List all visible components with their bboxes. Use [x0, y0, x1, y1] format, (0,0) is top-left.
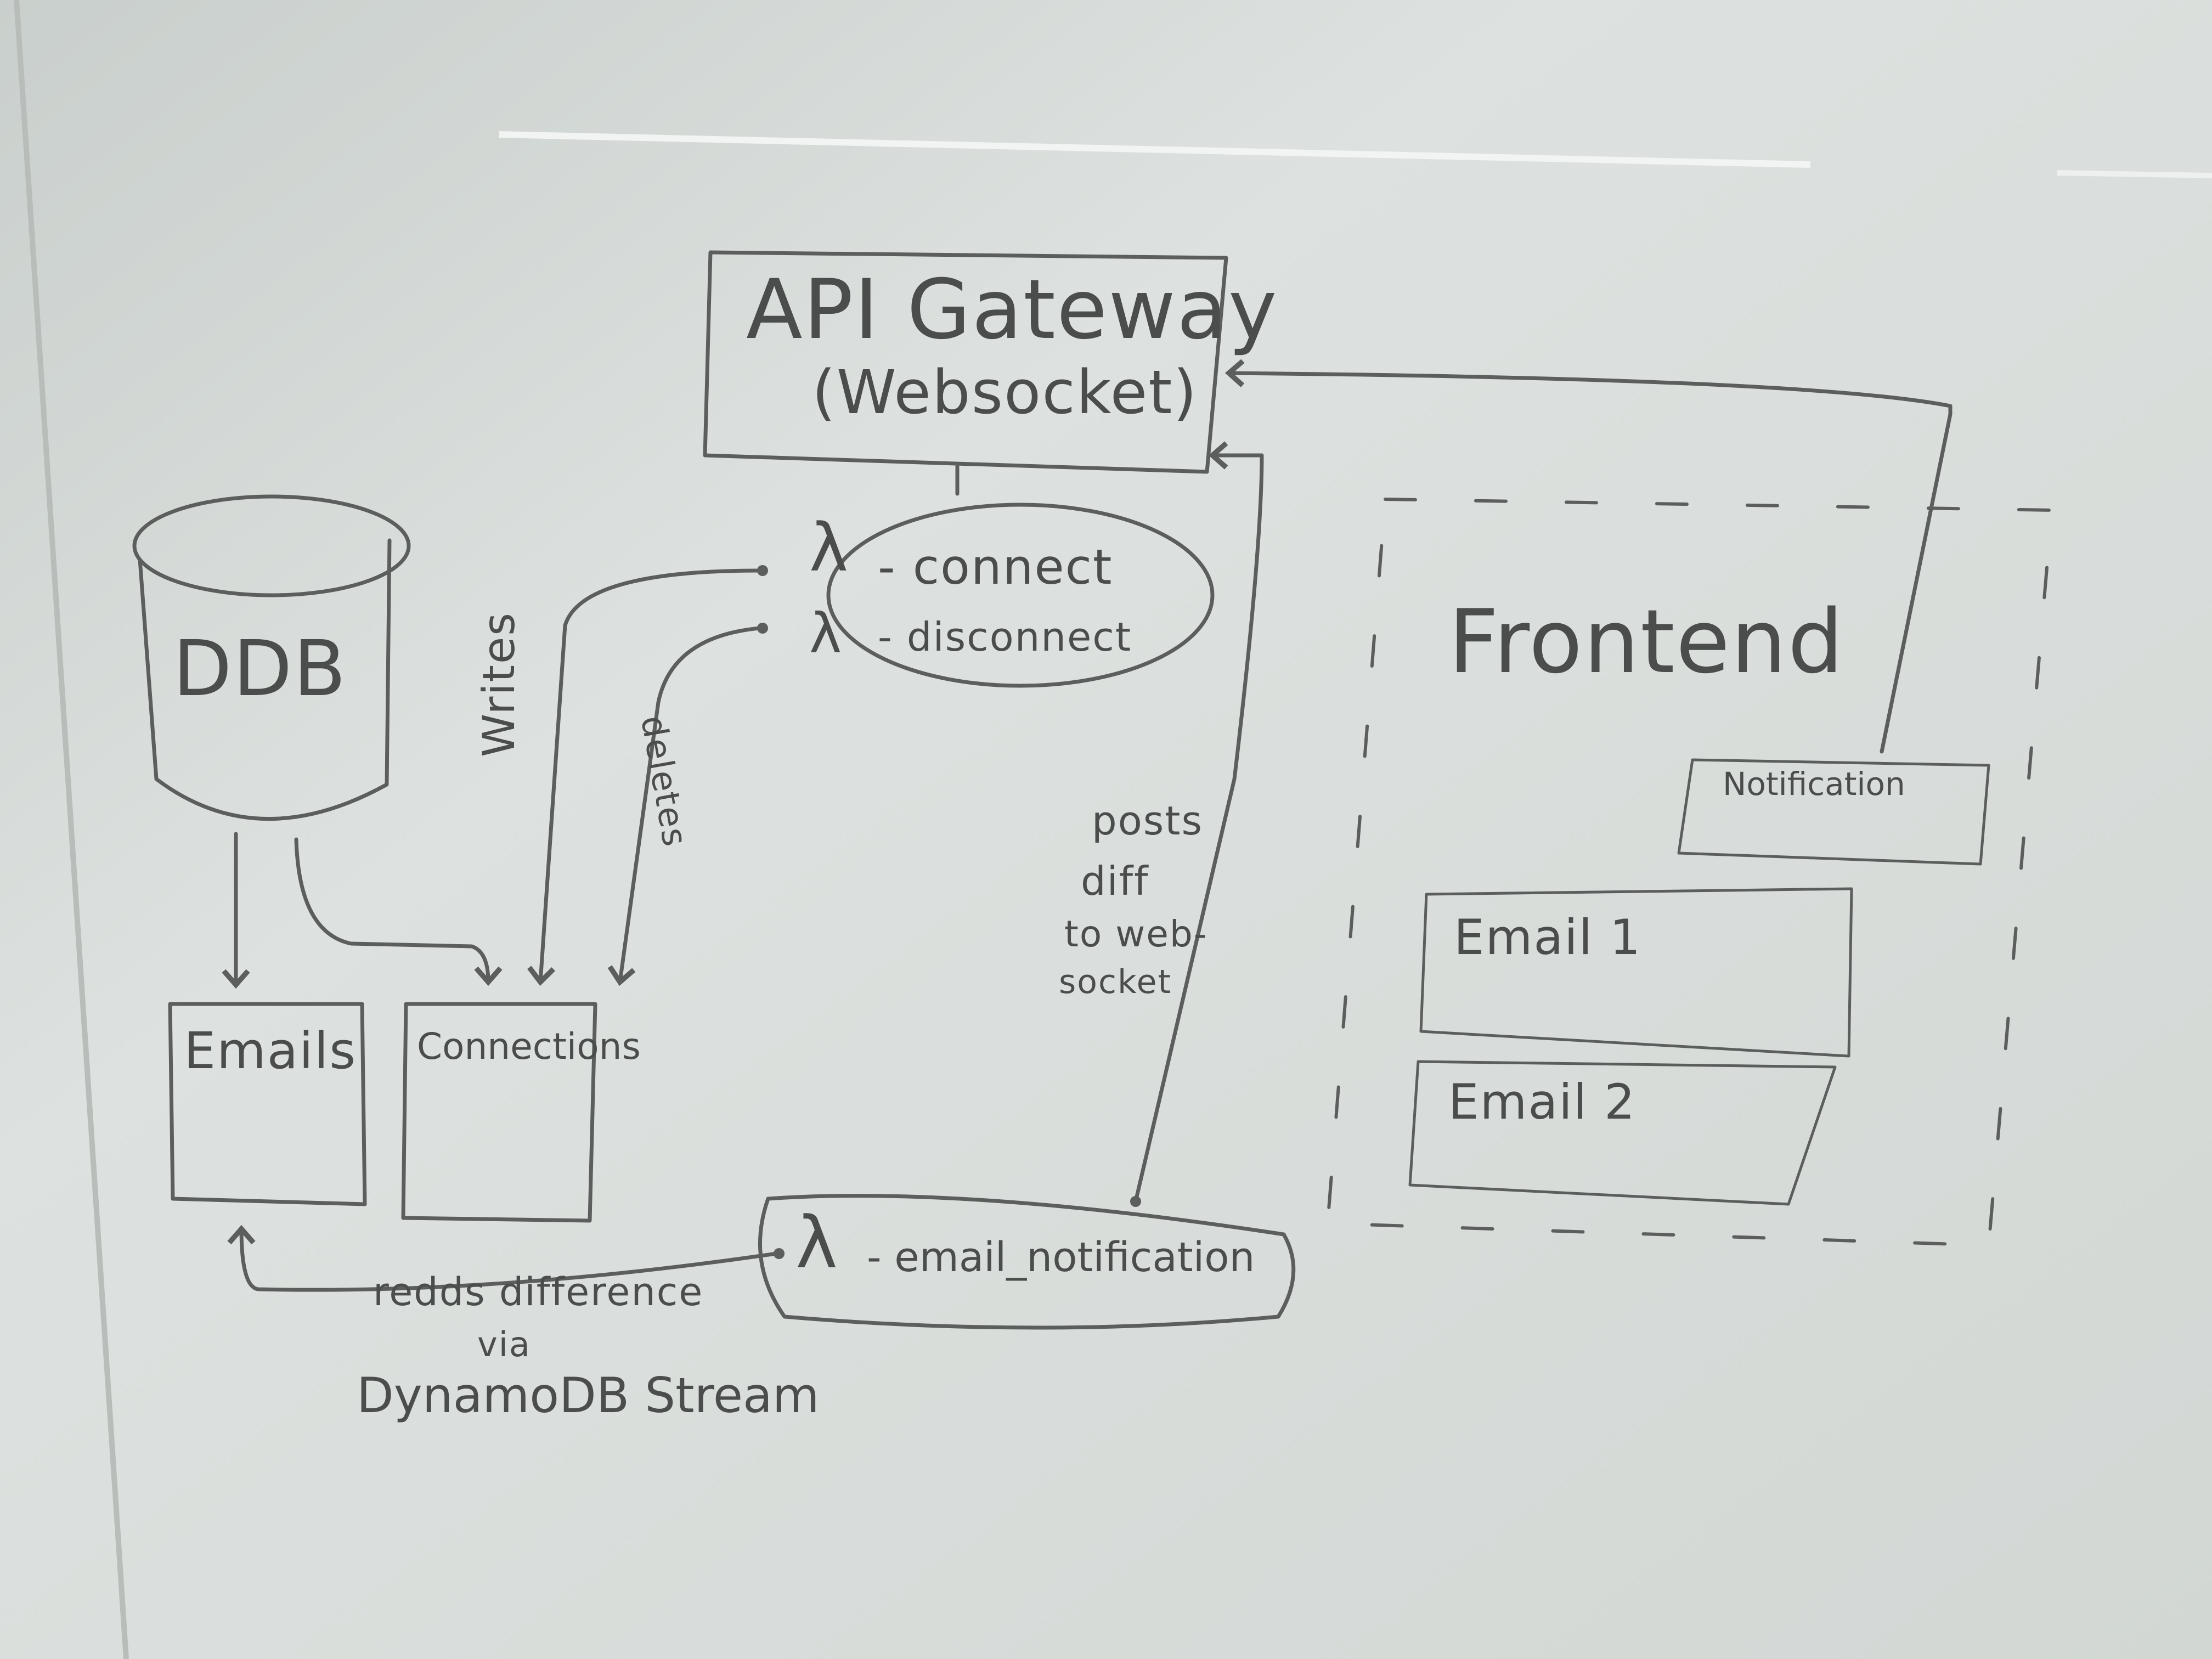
posts-diff-arrow [1133, 441, 1264, 1204]
email-notification-oval [758, 1194, 1296, 1330]
board-top-reflection [499, 131, 1811, 168]
lambda-email-label: - email_notification [867, 1234, 1255, 1281]
ddb-cylinder-top [132, 494, 411, 597]
api-gateway-box [703, 250, 1228, 474]
lambda-disconnect-symbol: λ [809, 601, 843, 665]
emails-table-box [168, 1002, 367, 1206]
reads-label-line1: redds difference [373, 1269, 704, 1314]
email-notification-port-left [774, 1248, 785, 1259]
notification-to-gateway-arrow [1224, 359, 1953, 754]
emails-table-label: Emails [184, 1022, 357, 1080]
posts-label-line2: diff [1081, 858, 1149, 904]
connections-table-box [401, 1002, 597, 1223]
ddb-cylinder-body [138, 538, 392, 821]
lambda-connect-symbol: λ [809, 510, 850, 586]
email1-box [1419, 887, 1853, 1058]
board-left-edge [14, 0, 129, 1659]
reads-label-line2: via [477, 1324, 531, 1364]
ddb-to-connections-arrow [294, 837, 503, 986]
api-gateway-subtitle: (Websocket) [812, 357, 1198, 427]
frontend-label: Frontend [1448, 590, 1845, 693]
email2-label: Email 2 [1448, 1074, 1637, 1130]
deletes-arrow [607, 626, 762, 986]
posts-label-line3: to web- [1064, 913, 1208, 955]
api-gateway-title: API Gateway [746, 262, 1278, 358]
lambda-disconnect-label: - disconnect [878, 614, 1132, 660]
lambda-connect-label: - connect [878, 539, 1113, 595]
posts-label-line1: posts [1092, 798, 1204, 844]
writes-arrow [527, 568, 762, 986]
reads-label-line3: DynamoDB Stream [357, 1367, 820, 1424]
disconnect-port [757, 623, 768, 634]
lambda-email-symbol: λ [795, 1201, 839, 1284]
notification-label: Notification [1723, 765, 1905, 803]
reads-stream-arrow [227, 1224, 778, 1292]
connections-table-label: Connections [417, 1025, 641, 1068]
connect-port [757, 565, 768, 576]
email1-label: Email 1 [1454, 909, 1642, 966]
ddb-label: DDB [173, 624, 347, 714]
email2-box [1408, 1060, 1837, 1206]
lambda-group-oval [826, 503, 1215, 688]
writes-label: Writes [473, 612, 524, 757]
notification-box [1677, 758, 1990, 866]
board-top-reflection-2 [2057, 170, 2212, 178]
posts-label-line4: socket [1059, 963, 1172, 1001]
